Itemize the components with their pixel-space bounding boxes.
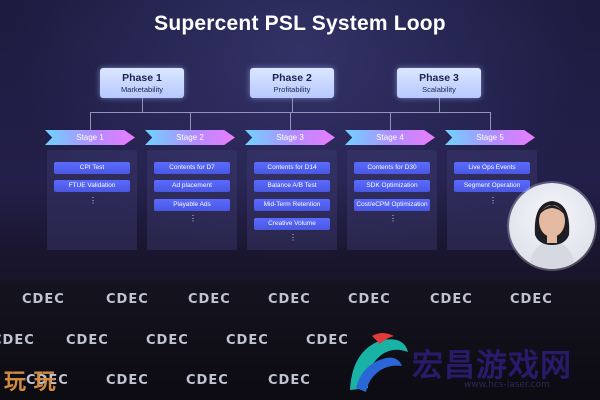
stage-item: FTUE Validation <box>54 180 130 192</box>
stage-item: Creative Volume <box>254 218 330 230</box>
cdec-logo: CDEC <box>186 373 229 388</box>
more-dots: ⋮ <box>189 214 197 223</box>
phase-connector <box>292 98 293 112</box>
stage-item: Contents for D14 <box>254 162 330 174</box>
cdec-logo: CDEC <box>0 333 35 348</box>
phase-connector <box>439 98 440 112</box>
stage-item: Balance A/B Test <box>254 180 330 192</box>
cdec-logo: CDEC <box>268 373 311 388</box>
stage-header-2: Stage 2 <box>145 130 235 145</box>
presenter-avatar <box>509 183 595 269</box>
presenter-icon <box>529 201 575 269</box>
stage-connector <box>90 112 91 130</box>
stage-connector <box>290 112 291 130</box>
phase-name: Phase 1 <box>122 72 162 84</box>
stage-item: Playable Ads <box>154 199 230 211</box>
stage-item: Contents for D30 <box>354 162 430 174</box>
more-dots: ⋮ <box>389 214 397 223</box>
watermark-text: 宏昌游戏网 <box>412 348 572 384</box>
cdec-logo: CDEC <box>430 292 473 307</box>
stage-header-5: Stage 5 <box>445 130 535 145</box>
stage-item: Segment Operation <box>454 180 530 192</box>
more-dots: ⋮ <box>489 196 497 205</box>
stage-item: CPI Test <box>54 162 130 174</box>
phase-box-1: Phase 1 Marketability <box>100 68 184 98</box>
phase-label: Scalability <box>422 85 456 94</box>
stage-floor <box>0 282 600 400</box>
cdec-logo: CDEC <box>510 292 553 307</box>
stage-header-4: Stage 4 <box>345 130 435 145</box>
dragon-leaf-logo-icon <box>350 333 408 392</box>
watermark-left-mark: 玩 玩 <box>4 370 56 395</box>
stage-connector <box>190 112 191 130</box>
phase-box-2: Phase 2 Profitability <box>250 68 334 98</box>
stage-header-1: Stage 1 <box>45 130 135 145</box>
watermark-url: www.hcs-laser.com <box>464 380 550 390</box>
stage-item: Mid-Term Retention <box>254 199 330 211</box>
cdec-logo: CDEC <box>306 333 349 348</box>
cdec-logo: CDEC <box>26 373 69 388</box>
phase-connector <box>142 98 143 112</box>
cdec-logo: CDEC <box>188 292 231 307</box>
cdec-logo: CDEC <box>66 333 109 348</box>
phase-label: Profitability <box>273 85 311 94</box>
cdec-logo: CDEC <box>348 292 391 307</box>
stage-connector <box>390 112 391 130</box>
stage-header-3: Stage 3 <box>245 130 335 145</box>
cdec-logo: CDEC <box>146 333 189 348</box>
stage-item: Contents for D7 <box>154 162 230 174</box>
phase-box-3: Phase 3 Scalability <box>397 68 481 98</box>
stage-item: Cost/eCPM Optimization <box>354 199 430 211</box>
stage-item: Live Ops Events <box>454 162 530 174</box>
phase-name: Phase 3 <box>419 72 459 84</box>
cdec-logo: CDEC <box>226 333 269 348</box>
cdec-logo: CDEC <box>106 292 149 307</box>
stage-connector <box>490 112 491 130</box>
phase-label: Marketability <box>120 85 164 94</box>
cdec-logo: CDEC <box>106 373 149 388</box>
cdec-logo: CDEC <box>268 292 311 307</box>
stage-item: Ad placement <box>154 180 230 192</box>
slide-title: Supercent PSL System Loop <box>154 12 446 35</box>
cdec-logo: CDEC <box>22 292 65 307</box>
more-dots: ⋮ <box>289 233 297 242</box>
phase-name: Phase 2 <box>272 72 312 84</box>
more-dots: ⋮ <box>89 196 97 205</box>
stage-item: SDK Optimization <box>354 180 430 192</box>
